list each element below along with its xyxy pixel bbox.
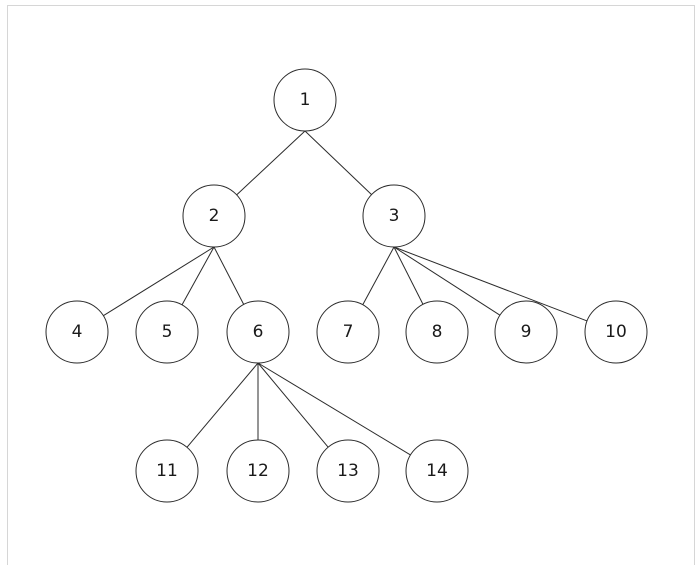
node-1: 1 (273, 68, 337, 132)
edge-6-13 (257, 362, 329, 448)
node-label-1: 1 (300, 90, 311, 110)
edge-1-2 (236, 130, 306, 196)
node-circle-9 (494, 300, 558, 364)
node-circle-13 (316, 439, 380, 503)
node-circle-6 (226, 300, 290, 364)
edge-2-6 (213, 246, 245, 305)
node-3: 3 (362, 184, 426, 248)
node-14: 14 (405, 439, 469, 503)
node-10: 10 (584, 300, 648, 364)
edge-3-9 (393, 246, 501, 316)
node-circle-10 (584, 300, 648, 364)
node-circle-11 (135, 439, 199, 503)
tree-edges (103, 130, 588, 456)
edge-1-3 (304, 130, 372, 195)
node-circle-5 (135, 300, 199, 364)
node-label-12: 12 (247, 461, 269, 481)
node-label-14: 14 (426, 461, 448, 481)
node-label-7: 7 (343, 322, 354, 342)
node-6: 6 (226, 300, 290, 364)
edge-2-5 (181, 246, 215, 306)
edge-3-10 (393, 246, 588, 322)
node-label-3: 3 (389, 206, 400, 226)
node-circle-4 (45, 300, 109, 364)
node-circle-12 (226, 439, 290, 503)
node-label-9: 9 (521, 322, 532, 342)
edge-6-11 (186, 362, 259, 448)
node-4: 4 (45, 300, 109, 364)
node-8: 8 (405, 300, 469, 364)
node-label-10: 10 (605, 322, 627, 342)
node-12: 12 (226, 439, 290, 503)
node-circle-2 (182, 184, 246, 248)
node-5: 5 (135, 300, 199, 364)
edge-2-4 (103, 246, 215, 317)
node-label-4: 4 (72, 322, 83, 342)
node-circle-14 (405, 439, 469, 503)
node-circle-7 (316, 300, 380, 364)
node-11: 11 (135, 439, 199, 503)
node-circle-3 (362, 184, 426, 248)
node-circle-8 (405, 300, 469, 364)
edge-6-14 (257, 362, 411, 456)
node-label-13: 13 (337, 461, 359, 481)
node-label-2: 2 (209, 206, 220, 226)
node-label-5: 5 (162, 322, 173, 342)
node-circle-1 (273, 68, 337, 132)
node-label-11: 11 (156, 461, 178, 481)
edge-3-7 (362, 246, 395, 305)
node-9: 9 (494, 300, 558, 364)
node-7: 7 (316, 300, 380, 364)
node-label-6: 6 (253, 322, 264, 342)
node-label-8: 8 (432, 322, 443, 342)
edge-3-8 (393, 246, 424, 305)
node-13: 13 (316, 439, 380, 503)
node-2: 2 (182, 184, 246, 248)
